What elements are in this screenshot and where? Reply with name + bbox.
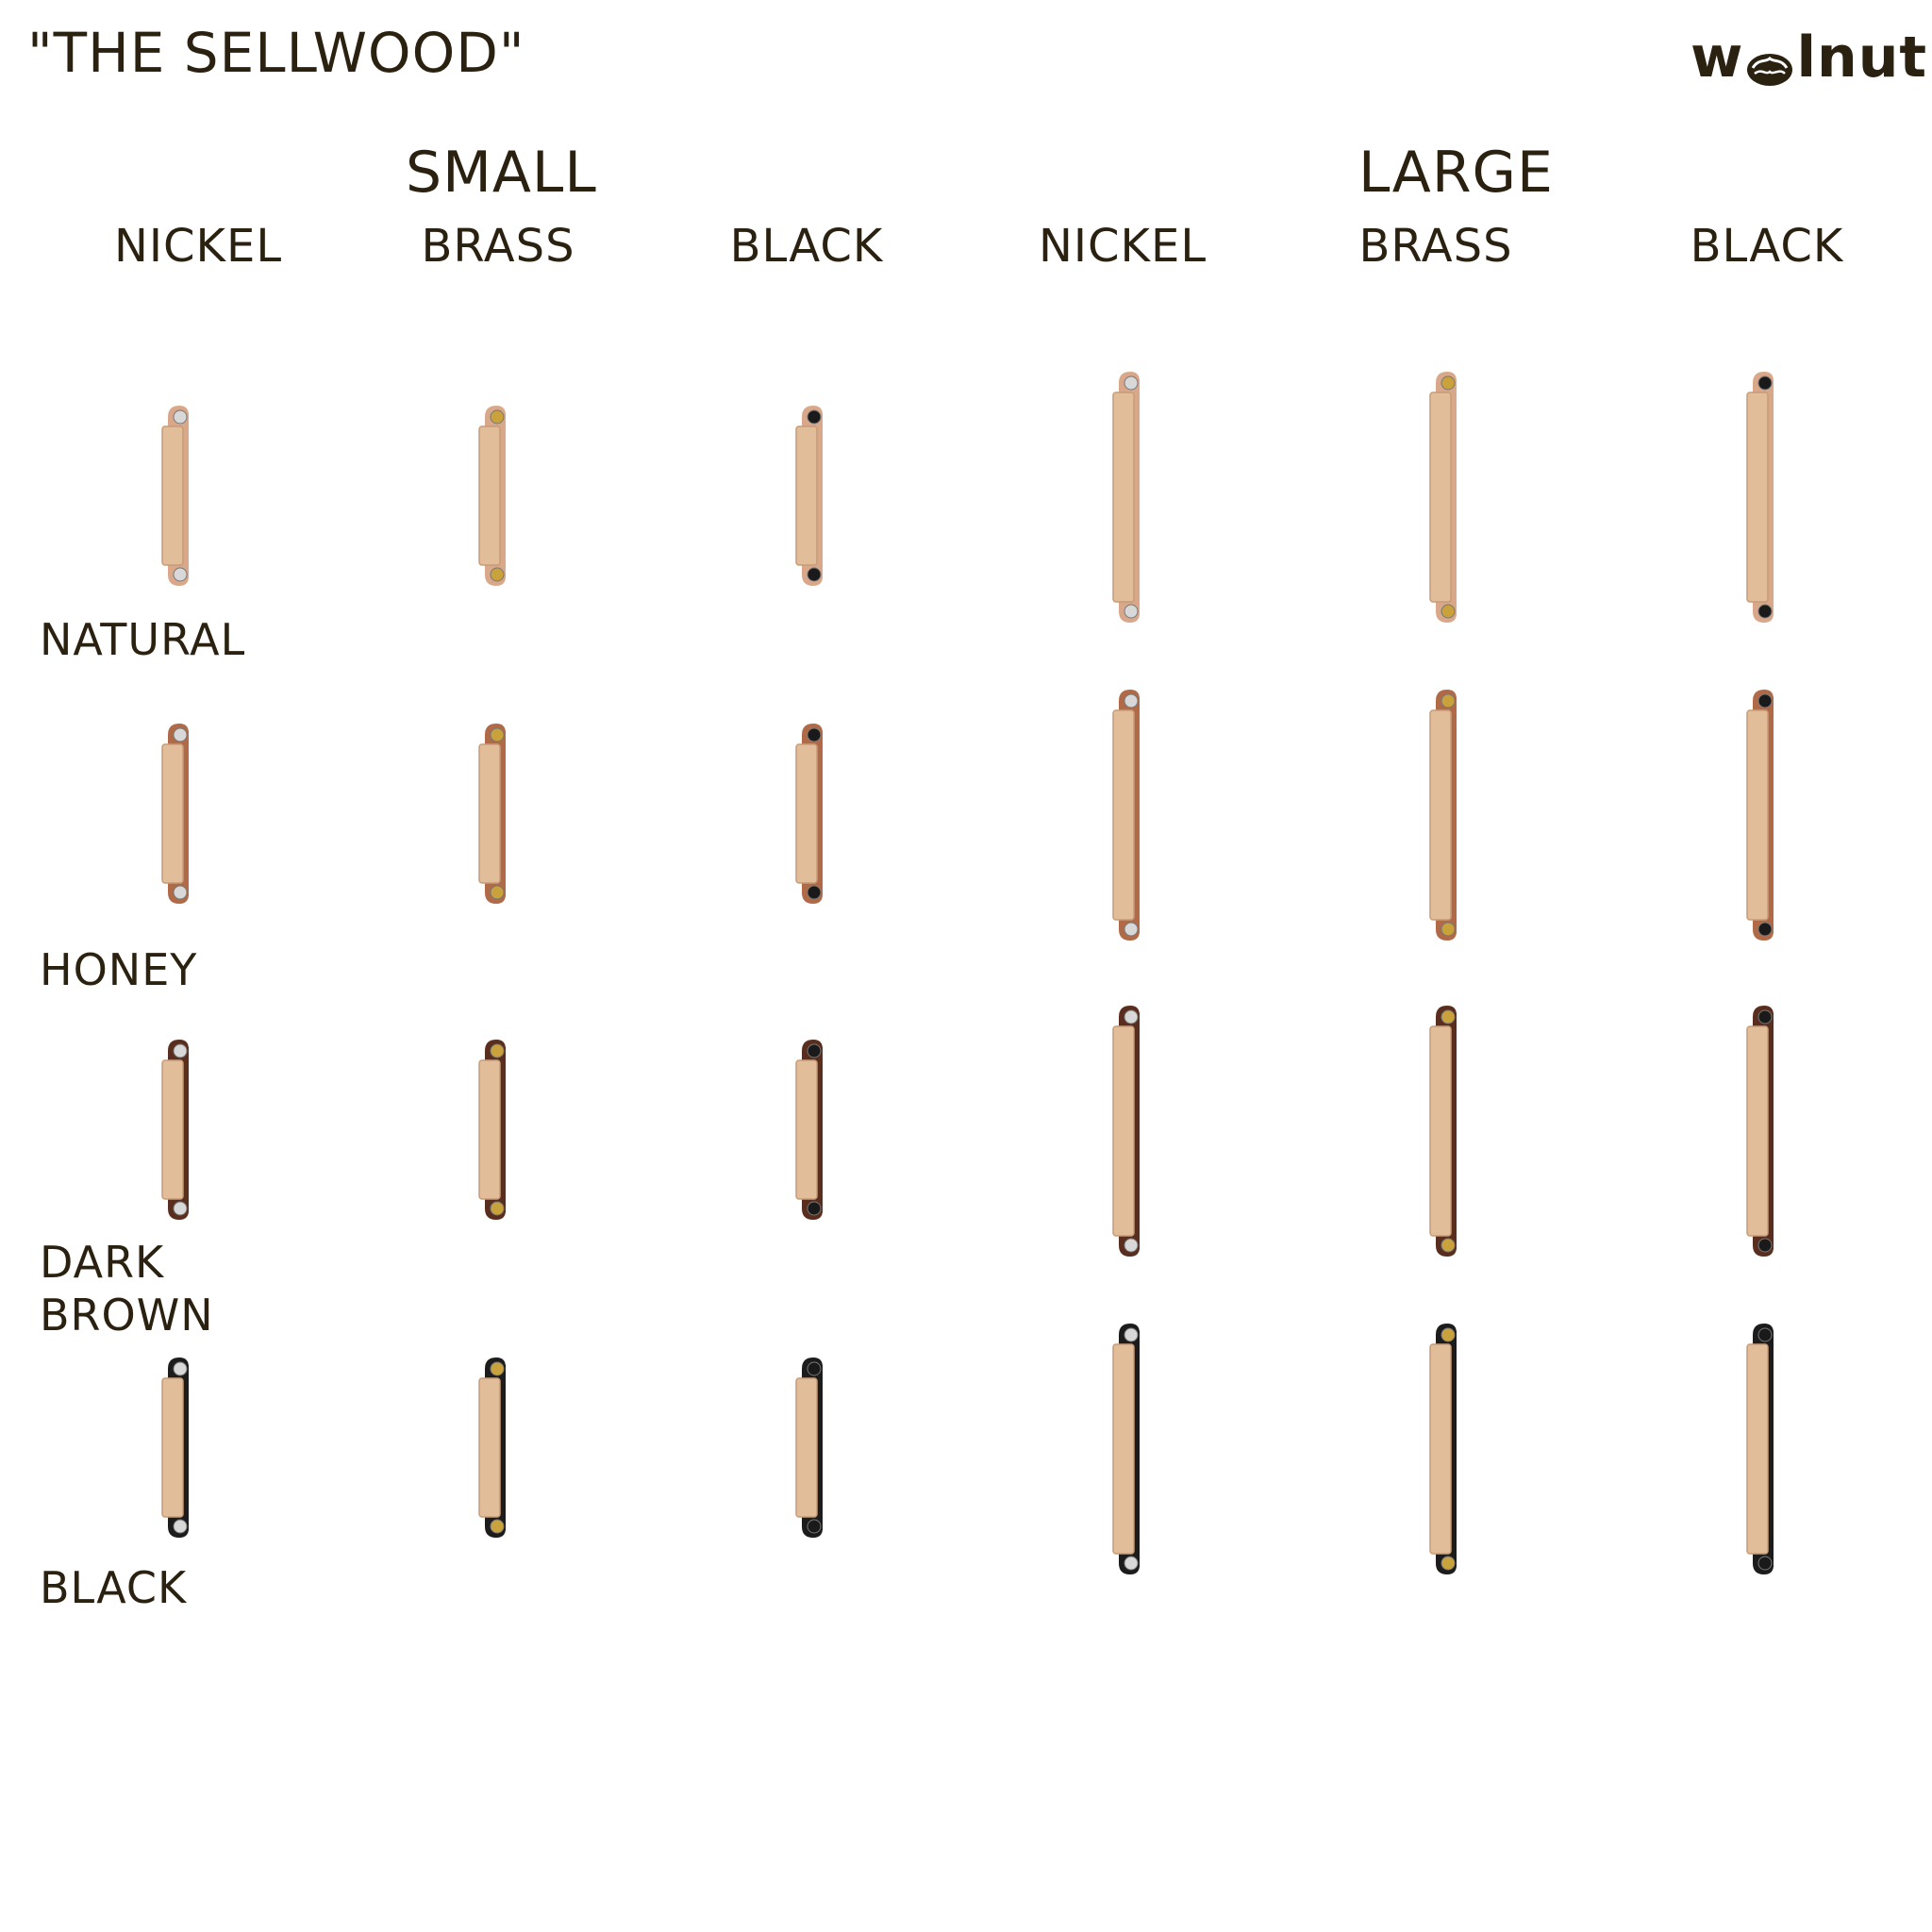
handle-large-black-natural bbox=[1746, 372, 1774, 623]
handle-small-brass-black bbox=[478, 1357, 506, 1538]
screw-bottom bbox=[807, 885, 822, 900]
screw-top bbox=[807, 1043, 822, 1058]
screw-bottom bbox=[1441, 1238, 1456, 1253]
handle-small-black-dark-brown bbox=[795, 1040, 823, 1220]
screw-top bbox=[1757, 375, 1773, 391]
screw-top bbox=[807, 409, 822, 425]
screw-bottom bbox=[1441, 1556, 1456, 1571]
screw-bottom bbox=[173, 1519, 188, 1534]
screw-bottom bbox=[1124, 1238, 1139, 1253]
handle-small-brass-natural bbox=[478, 406, 506, 586]
screw-top bbox=[1124, 375, 1139, 391]
screw-top bbox=[807, 727, 822, 742]
screw-bottom bbox=[807, 1201, 822, 1216]
screw-top bbox=[1124, 693, 1139, 708]
handle-large-brass-honey bbox=[1429, 690, 1457, 941]
screw-top bbox=[173, 1361, 188, 1376]
handle-large-black-dark-brown bbox=[1746, 1006, 1774, 1257]
handle-small-brass-honey bbox=[478, 724, 506, 904]
screw-bottom bbox=[490, 1201, 505, 1216]
handle-large-black-black bbox=[1746, 1324, 1774, 1574]
walnut-icon bbox=[1745, 37, 1794, 86]
logo-text-start: w bbox=[1690, 25, 1744, 91]
screw-top bbox=[1757, 1009, 1773, 1024]
column-small-black: BLACK bbox=[729, 220, 884, 273]
handle-small-nickel-dark-brown bbox=[161, 1040, 189, 1220]
handle-small-brass-dark-brown bbox=[478, 1040, 506, 1220]
handle-large-brass-natural bbox=[1429, 372, 1457, 623]
handle-large-brass-dark-brown bbox=[1429, 1006, 1457, 1257]
screw-bottom bbox=[807, 567, 822, 582]
handle-large-nickel-dark-brown bbox=[1112, 1006, 1140, 1257]
column-small-nickel: NICKEL bbox=[113, 220, 283, 273]
handle-small-nickel-black bbox=[161, 1357, 189, 1538]
handle-large-nickel-natural bbox=[1112, 372, 1140, 623]
screw-top bbox=[173, 409, 188, 425]
screw-top bbox=[1441, 375, 1456, 391]
handle-small-black-natural bbox=[795, 406, 823, 586]
handle-large-nickel-honey bbox=[1112, 690, 1140, 941]
screw-bottom bbox=[1124, 604, 1139, 619]
screw-bottom bbox=[173, 567, 188, 582]
screw-top bbox=[490, 409, 505, 425]
screw-bottom bbox=[173, 1201, 188, 1216]
logo-text-end: lnut bbox=[1796, 25, 1928, 91]
screw-bottom bbox=[1757, 1556, 1773, 1571]
screw-top bbox=[490, 727, 505, 742]
product-title: "THE SELLWOOD" bbox=[27, 21, 525, 85]
screw-bottom bbox=[490, 567, 505, 582]
screw-bottom bbox=[807, 1519, 822, 1534]
row-label-honey: HONEY bbox=[40, 944, 198, 995]
column-large-brass: BRASS bbox=[1358, 220, 1513, 273]
screw-top bbox=[1441, 1009, 1456, 1024]
screw-bottom bbox=[173, 885, 188, 900]
column-large-nickel: NICKEL bbox=[1038, 220, 1208, 273]
screw-top bbox=[1441, 693, 1456, 708]
walnut-logo[interactable]: w lnut bbox=[1690, 25, 1927, 91]
handle-large-black-honey bbox=[1746, 690, 1774, 941]
size-heading-small: SMALL bbox=[406, 140, 597, 206]
screw-bottom bbox=[1441, 922, 1456, 937]
screw-bottom bbox=[490, 1519, 505, 1534]
size-heading-large: LARGE bbox=[1358, 140, 1554, 206]
screw-top bbox=[1757, 693, 1773, 708]
handle-large-brass-black bbox=[1429, 1324, 1457, 1574]
column-small-brass: BRASS bbox=[421, 220, 575, 273]
screw-top bbox=[173, 1043, 188, 1058]
screw-top bbox=[1441, 1327, 1456, 1342]
column-large-black: BLACK bbox=[1690, 220, 1844, 273]
screw-bottom bbox=[1124, 922, 1139, 937]
handle-small-black-black bbox=[795, 1357, 823, 1538]
row-label-natural: NATURAL bbox=[40, 614, 246, 665]
screw-bottom bbox=[490, 885, 505, 900]
screw-top bbox=[490, 1361, 505, 1376]
screw-top bbox=[173, 727, 188, 742]
screw-bottom bbox=[1441, 604, 1456, 619]
handle-large-nickel-black bbox=[1112, 1324, 1140, 1574]
row-label-black: BLACK bbox=[40, 1562, 188, 1613]
handle-small-black-honey bbox=[795, 724, 823, 904]
screw-top bbox=[807, 1361, 822, 1376]
screw-bottom bbox=[1757, 1238, 1773, 1253]
screw-bottom bbox=[1757, 922, 1773, 937]
handle-small-nickel-natural bbox=[161, 406, 189, 586]
handle-small-nickel-honey bbox=[161, 724, 189, 904]
row-label-dark-brown: DARK BROWN bbox=[40, 1237, 214, 1341]
screw-top bbox=[1124, 1327, 1139, 1342]
screw-top bbox=[1757, 1327, 1773, 1342]
screw-top bbox=[490, 1043, 505, 1058]
screw-top bbox=[1124, 1009, 1139, 1024]
screw-bottom bbox=[1757, 604, 1773, 619]
screw-bottom bbox=[1124, 1556, 1139, 1571]
